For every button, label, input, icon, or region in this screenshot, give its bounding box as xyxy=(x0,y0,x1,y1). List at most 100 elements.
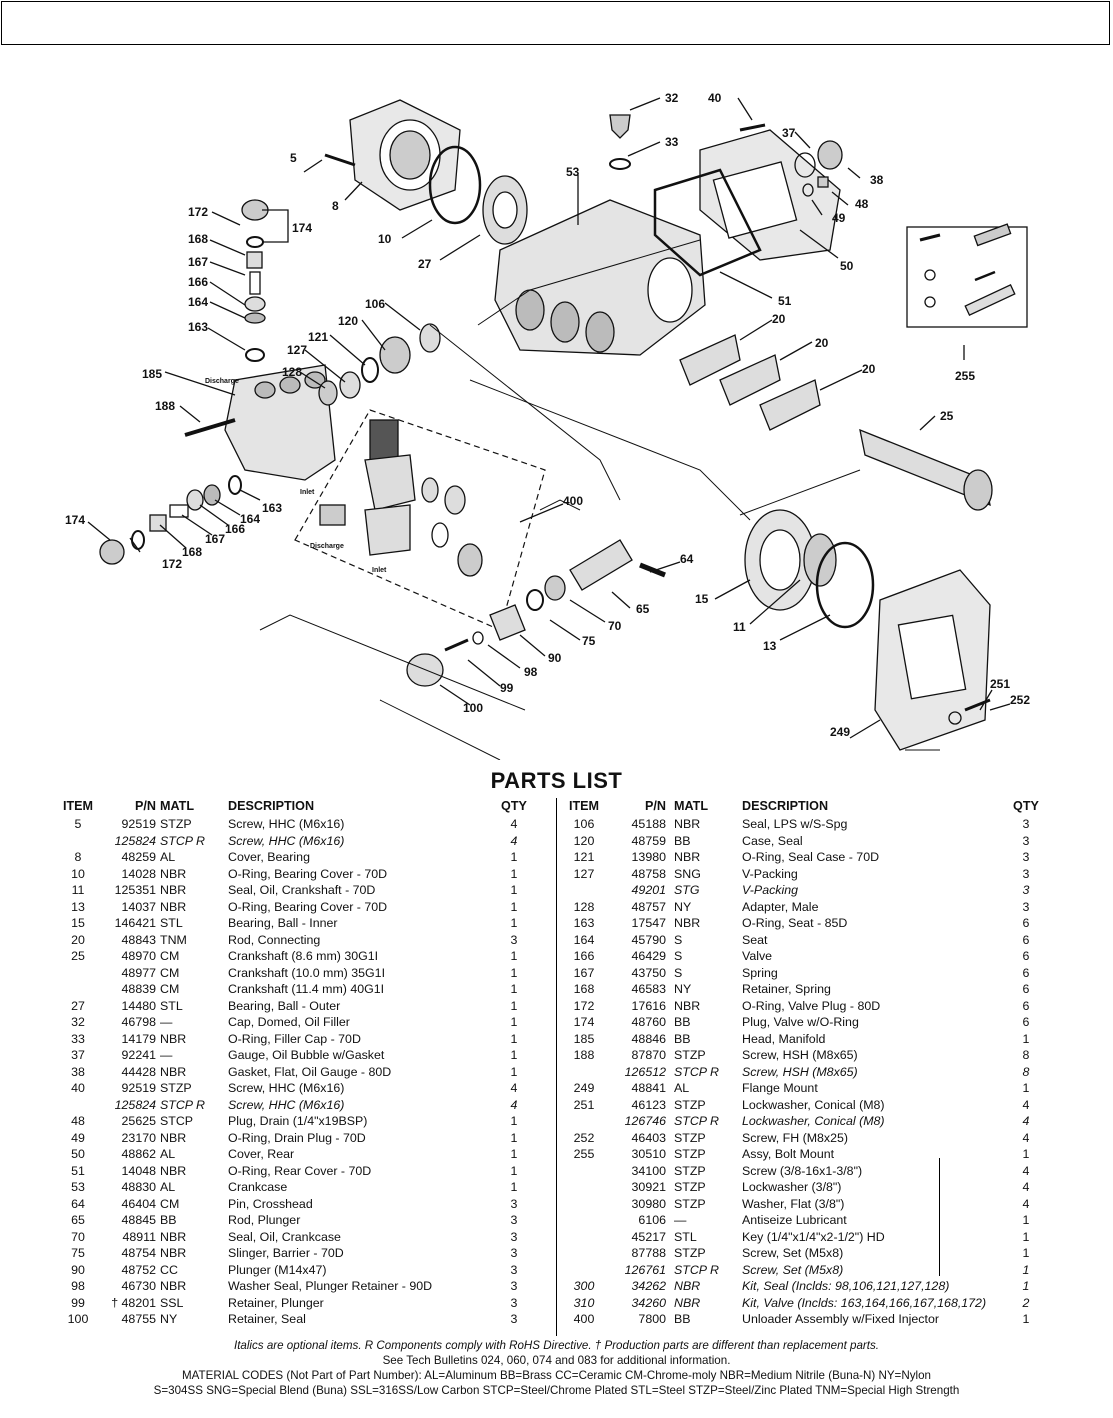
header-description: DESCRIPTION xyxy=(742,799,829,813)
cell-matl: S xyxy=(674,965,683,980)
cell-matl: SNG xyxy=(674,866,701,881)
cell-description: Screw, HHC (M6x16) xyxy=(228,1081,345,1095)
header-item: ITEM xyxy=(568,799,600,813)
cell-matl: STL xyxy=(674,1229,697,1244)
cell-qty: 1 xyxy=(1022,1246,1030,1260)
cell-qty: 3 xyxy=(1022,850,1030,864)
callout-168b: 168 xyxy=(182,545,202,559)
cell-qty: 6 xyxy=(1022,965,1030,980)
cell-item: 98 xyxy=(71,1279,85,1293)
cell-item: 300 xyxy=(573,1279,595,1293)
callout-20b: 20 xyxy=(815,336,829,350)
cell-pn: 125824 xyxy=(114,1097,156,1112)
cell-matl: AL xyxy=(674,1081,690,1095)
callout-167b: 167 xyxy=(205,532,225,546)
cell-pn: 125351 xyxy=(114,883,156,897)
cell-description: Slinger, Barrier - 70D xyxy=(228,1246,344,1260)
cell-qty: 3 xyxy=(1022,866,1030,881)
cell-matl: NBR xyxy=(674,916,701,930)
cell-matl: STZP xyxy=(674,1196,706,1211)
cell-matl: — xyxy=(674,1213,687,1227)
cell-pn: 48757 xyxy=(631,899,666,914)
cell-qty: 1 xyxy=(510,1163,518,1178)
cell-pn: 92519 xyxy=(121,817,156,831)
cell-qty: 3 xyxy=(1022,817,1030,831)
column-divider xyxy=(556,798,557,1336)
callout-172: 172 xyxy=(188,205,208,219)
cell-pn: 48911 xyxy=(122,1229,156,1244)
cell-qty: 1 xyxy=(1022,1213,1030,1227)
cell-pn: 46730 xyxy=(121,1279,156,1293)
cell-item: 249 xyxy=(573,1081,595,1095)
cell-description: V-Packing xyxy=(742,866,798,881)
cell-item: 252 xyxy=(573,1130,595,1145)
cell-qty: 4 xyxy=(1022,1196,1030,1211)
cell-qty: 1 xyxy=(1022,1031,1030,1046)
cell-qty: 4 xyxy=(1022,1130,1030,1145)
cell-pn: 17616 xyxy=(631,998,666,1013)
cell-matl: CM xyxy=(160,949,180,963)
cell-description: Kit, Seal (Inclds: 98,106,121,127,128) xyxy=(742,1279,950,1293)
cell-qty: 1 xyxy=(1022,1279,1030,1293)
cell-qty: 3 xyxy=(510,1229,518,1244)
cell-pn: 146421 xyxy=(114,916,156,930)
cell-pn: 30980 xyxy=(631,1196,666,1211)
callout-100: 100 xyxy=(463,701,483,715)
cell-item: 100 xyxy=(67,1312,89,1326)
cell-description: O-Ring, Valve Plug - 80D xyxy=(742,998,881,1013)
cell-pn: 13980 xyxy=(631,850,666,864)
cell-matl: STCP R xyxy=(674,1262,719,1277)
cell-matl: NBR xyxy=(160,1031,187,1046)
cell-pn: 46429 xyxy=(631,949,666,963)
cell-description: Cap, Domed, Oil Filler xyxy=(228,1015,350,1029)
cell-qty: 1 xyxy=(1022,1147,1030,1161)
cell-description: Lockwasher, Conical (M8) xyxy=(742,1097,885,1112)
cell-description: Rod, Plunger xyxy=(228,1213,301,1227)
cell-description: Rod, Connecting xyxy=(228,932,321,947)
cell-matl: BB xyxy=(674,1031,691,1046)
cell-item: 37 xyxy=(71,1048,85,1062)
callout-163: 163 xyxy=(188,320,208,334)
cell-item: 121 xyxy=(573,850,595,864)
callout-166: 166 xyxy=(188,275,208,289)
cell-matl: CM xyxy=(160,965,180,980)
cell-qty: 4 xyxy=(510,817,518,831)
cell-matl: BB xyxy=(674,1312,691,1326)
exploded-parts-diagram: 32 33 40 37 38 48 49 50 53 51 5 8 10 27 … xyxy=(65,91,1030,760)
cell-pn: 25625 xyxy=(121,1114,156,1128)
cell-description: Pin, Crosshead xyxy=(228,1196,313,1211)
callout-53: 53 xyxy=(566,165,580,179)
cell-qty: 6 xyxy=(1022,949,1030,963)
cell-qty: 4 xyxy=(1022,1097,1030,1112)
cell-description: Seal, Oil, Crankshaft - 70D xyxy=(228,883,376,897)
cell-matl: STCP R xyxy=(674,1064,719,1079)
callout-188: 188 xyxy=(155,399,175,413)
cell-pn: 46583 xyxy=(631,982,666,996)
cell-item: 166 xyxy=(573,949,595,963)
cell-item: 13 xyxy=(71,899,85,914)
cell-item: 5 xyxy=(74,817,82,831)
cell-pn: 46123 xyxy=(631,1097,666,1112)
cell-matl: NBR xyxy=(160,1163,187,1178)
cell-description: O-Ring, Bearing Cover - 70D xyxy=(228,899,388,914)
cell-description: Screw, HHC (M6x16) xyxy=(228,833,345,848)
cell-pn: 48839 xyxy=(121,982,156,996)
cell-matl: AL xyxy=(160,1147,176,1161)
cell-item: 106 xyxy=(573,817,595,831)
cell-item: 25 xyxy=(71,949,85,963)
cell-description: Screw, Set (M5x8) xyxy=(742,1246,844,1260)
callout-90: 90 xyxy=(548,651,562,665)
cell-qty: 6 xyxy=(1022,982,1030,996)
cell-pn: 49201 xyxy=(631,883,666,897)
